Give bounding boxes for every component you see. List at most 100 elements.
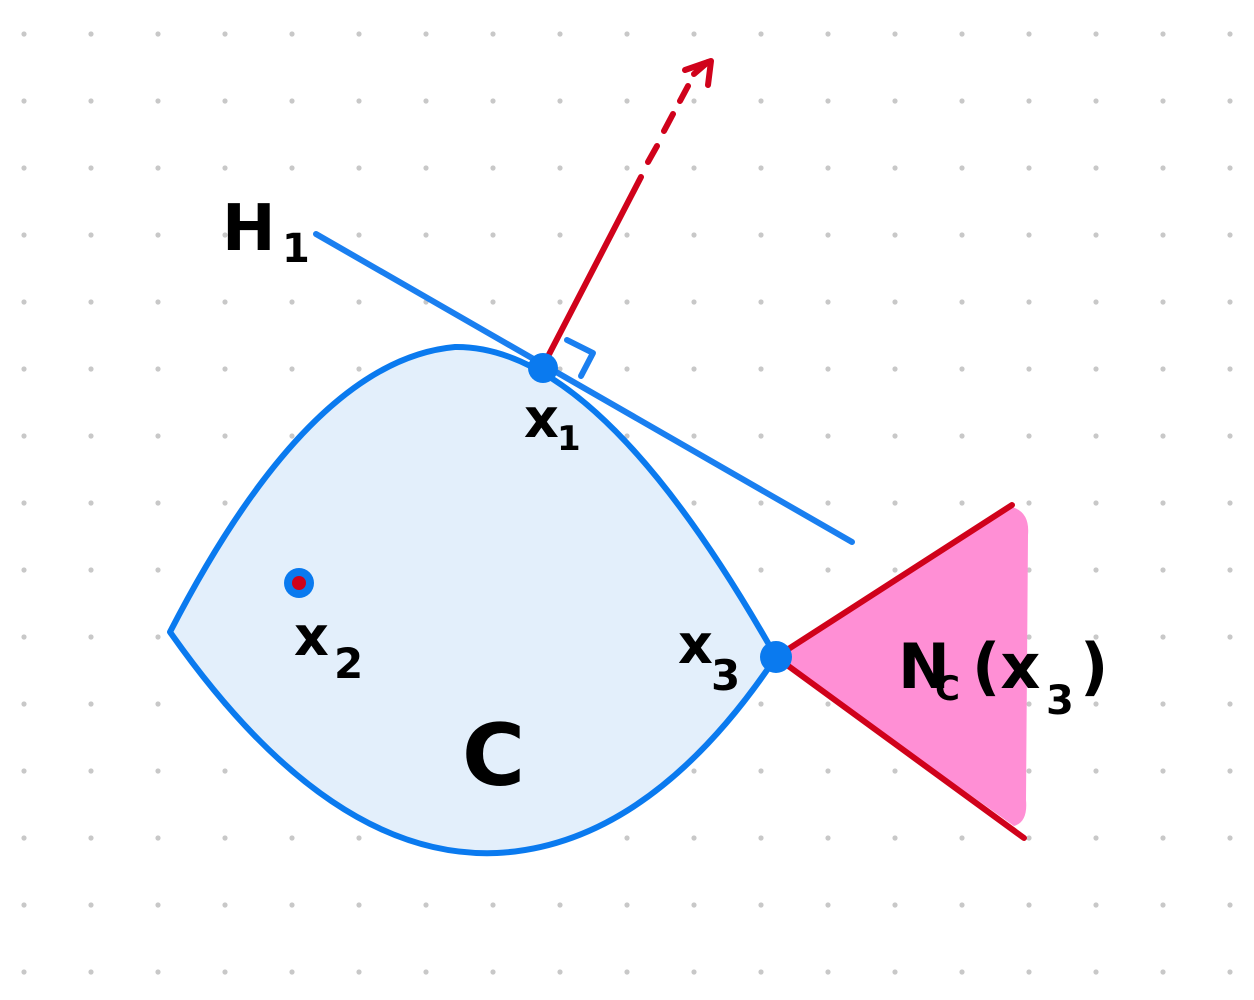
grid-dot xyxy=(892,902,898,908)
grid-dot xyxy=(155,98,161,104)
grid-dot xyxy=(557,31,563,37)
grid-dot xyxy=(691,902,697,908)
grid-dot xyxy=(758,433,764,439)
grid-dot xyxy=(758,768,764,774)
grid-dot xyxy=(88,969,94,975)
grid-dot xyxy=(289,165,295,171)
grid-dot xyxy=(825,902,831,908)
grid-dot xyxy=(21,902,27,908)
grid-dot xyxy=(1026,98,1032,104)
grid-dot xyxy=(1093,835,1099,841)
grid-dot xyxy=(1026,366,1032,372)
grid-dot xyxy=(356,969,362,975)
grid-dot xyxy=(1093,969,1099,975)
grid-dot xyxy=(624,835,630,841)
grid-dot xyxy=(289,433,295,439)
grid-dot xyxy=(1227,165,1233,171)
grid-dot xyxy=(825,567,831,573)
grid-dot xyxy=(691,299,697,305)
grid-dot xyxy=(1026,165,1032,171)
grid-dot xyxy=(1026,232,1032,238)
grid-dot xyxy=(892,500,898,506)
grid-dot xyxy=(21,634,27,640)
grid-dot xyxy=(758,31,764,37)
grid-dot xyxy=(1227,701,1233,707)
grid-dot xyxy=(88,768,94,774)
right-angle-marker xyxy=(564,337,596,379)
grid-dot xyxy=(758,500,764,506)
grid-dot xyxy=(1160,433,1166,439)
grid-dot xyxy=(691,768,697,774)
grid-dot xyxy=(356,232,362,238)
grid-dot xyxy=(155,433,161,439)
grid-dot xyxy=(892,31,898,37)
grid-dot xyxy=(222,768,228,774)
grid-dot xyxy=(21,299,27,305)
grid-dot xyxy=(825,165,831,171)
grid-dot xyxy=(490,31,496,37)
grid-dot xyxy=(356,165,362,171)
grid-dot xyxy=(1093,232,1099,238)
grid-dot xyxy=(825,232,831,238)
grid-dot xyxy=(758,366,764,372)
grid-dot xyxy=(1026,500,1032,506)
set-label: C xyxy=(462,706,525,806)
grid-dot xyxy=(1093,500,1099,506)
grid-dot xyxy=(1026,768,1032,774)
grid-dot xyxy=(423,31,429,37)
grid-dot xyxy=(892,299,898,305)
grid-dot xyxy=(21,500,27,506)
grid-dot xyxy=(1160,701,1166,707)
grid-dot xyxy=(758,165,764,171)
grid-dot xyxy=(1093,902,1099,908)
grid-dot xyxy=(21,98,27,104)
grid-dot xyxy=(825,768,831,774)
grid-dot xyxy=(758,299,764,305)
normal-cone-label-argument: (x xyxy=(972,630,1040,703)
grid-dot xyxy=(1160,366,1166,372)
grid-dot xyxy=(88,299,94,305)
grid-dot xyxy=(1160,634,1166,640)
grid-dot xyxy=(758,902,764,908)
arrow-head-icon xyxy=(682,58,714,88)
grid-dot xyxy=(959,366,965,372)
grid-dot xyxy=(356,299,362,305)
grid-dot xyxy=(155,165,161,171)
grid-dot xyxy=(289,366,295,372)
grid-dot xyxy=(892,768,898,774)
grid-dot xyxy=(892,567,898,573)
grid-dot xyxy=(825,500,831,506)
grid-dot xyxy=(1093,701,1099,707)
grid-dot xyxy=(155,768,161,774)
grid-dot xyxy=(624,165,630,171)
grid-dot xyxy=(892,232,898,238)
grid-dot xyxy=(1227,634,1233,640)
grid-dot xyxy=(557,165,563,171)
grid-dot xyxy=(758,232,764,238)
grid-dot xyxy=(289,969,295,975)
grid-dot xyxy=(959,969,965,975)
grid-dot xyxy=(1093,768,1099,774)
grid-dot xyxy=(1093,634,1099,640)
point-x2-inner xyxy=(292,576,306,590)
x2-label-subscript: 2 xyxy=(334,639,363,688)
grid-dot xyxy=(892,433,898,439)
grid-dot xyxy=(557,98,563,104)
grid-dot xyxy=(88,500,94,506)
grid-dot xyxy=(289,98,295,104)
grid-dot xyxy=(557,299,563,305)
grid-dot xyxy=(1026,701,1032,707)
grid-dot xyxy=(289,835,295,841)
normal-cone-fill xyxy=(776,507,1029,826)
grid-dot xyxy=(1160,98,1166,104)
grid-dot xyxy=(1093,433,1099,439)
normal-cone-label-subscript: C xyxy=(935,669,960,709)
point-x1 xyxy=(528,353,558,383)
grid-dot xyxy=(88,902,94,908)
grid-dot xyxy=(222,232,228,238)
hyperplane-label-subscript: 1 xyxy=(282,226,310,272)
grid-dot xyxy=(691,165,697,171)
grid-dot xyxy=(490,98,496,104)
grid-dot xyxy=(21,366,27,372)
